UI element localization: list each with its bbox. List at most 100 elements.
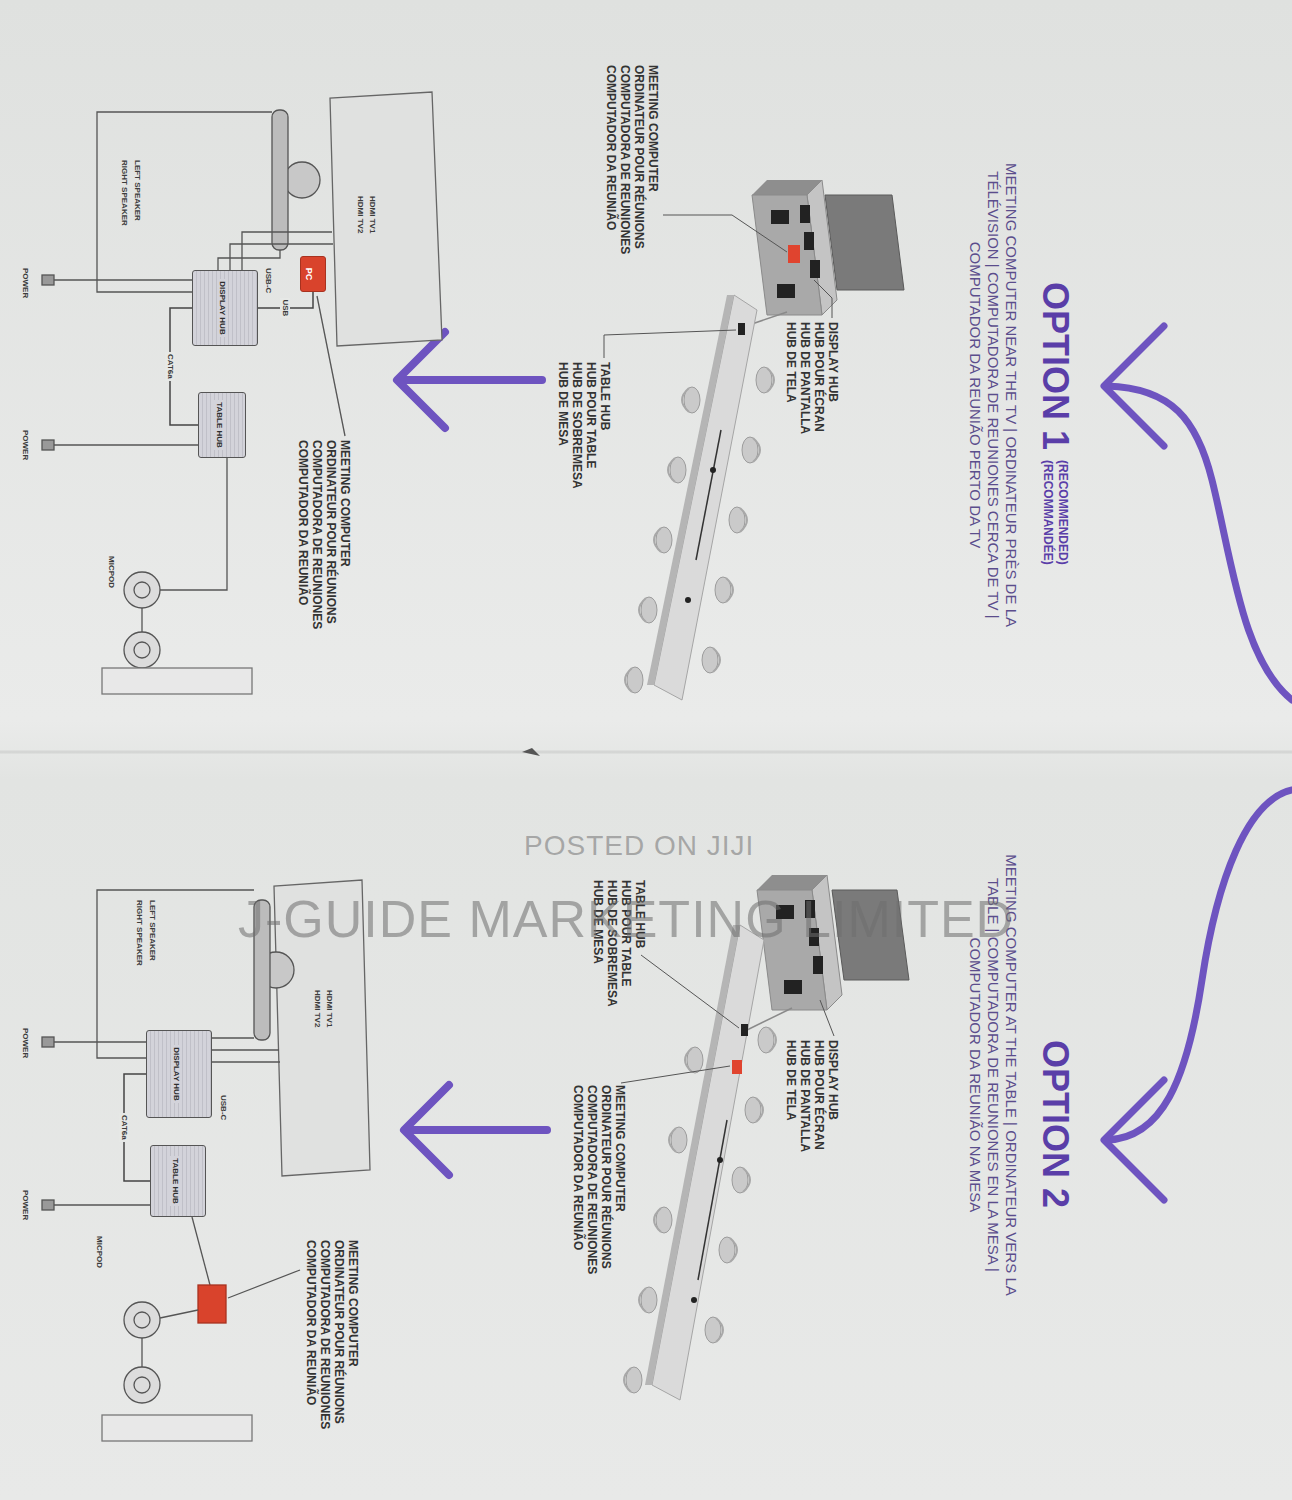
hub-box: DISPLAY HUB (146, 1030, 212, 1118)
wiring-illustration-part (192, 1217, 210, 1285)
wiring-illustration-part (42, 1037, 54, 1047)
port-label: RIGHT SPEAKER (119, 160, 129, 226)
wiring-illustration-part (42, 440, 54, 450)
room-illustration-part (705, 1317, 723, 1343)
callout-label: HUB DE PANTALLA (798, 322, 812, 434)
wiring-illustration-part (124, 1302, 160, 1338)
room-illustration-part (691, 1297, 697, 1303)
room-illustration-part (719, 1237, 737, 1263)
room-illustration-part (732, 1167, 750, 1193)
room-illustration-part (747, 1008, 792, 1030)
room-illustration-part (624, 1367, 642, 1393)
room-illustration-part (729, 507, 747, 533)
down-arrow-part (397, 332, 445, 428)
port-label: LEFT SPEAKER (147, 900, 157, 961)
wiring-illustration-part (102, 668, 252, 694)
wiring-illustration-part (42, 275, 54, 285)
room-illustration-part (645, 925, 740, 1385)
curved-arrow-part (1104, 1080, 1164, 1200)
wiring-illustration-part (97, 112, 272, 292)
callout-label: ORDINATEUR POUR RÉUNIONS (632, 65, 646, 249)
wiring-illustration-part (54, 1041, 146, 1042)
port-label: MICPOD (106, 556, 116, 588)
hub-box: TABLE HUB (198, 392, 246, 458)
room-illustration-part (652, 925, 764, 1400)
wiring-illustration-part (141, 608, 142, 632)
callout-label: ORDINATEUR POUR RÉUNIONS (332, 1240, 346, 1424)
room-illustration-part (804, 232, 814, 250)
option-title: OPTION 2 (1034, 1040, 1076, 1208)
wiring-illustration-part (124, 572, 160, 608)
callout-label: HUB DE MESA (556, 362, 570, 446)
callout-label: ORDINATEUR POUR RÉUNIONS (599, 1085, 613, 1269)
callout-label: HUB DE TELA (784, 1040, 798, 1121)
callout-label: HUB POUR ÉCRAN (812, 322, 826, 432)
room-illustration-part (647, 295, 734, 685)
callout-label: MEETING COMPUTER (646, 65, 660, 192)
room-illustration-part (639, 1287, 657, 1313)
room-illustration-part (717, 1157, 723, 1163)
room-illustration-part (682, 387, 700, 413)
cable-label: CAT6a (119, 1113, 129, 1142)
port-label: POWER (20, 268, 30, 298)
node-text: TABLE HUB (170, 1156, 181, 1206)
room-illustration-part (604, 330, 736, 358)
wiring-illustration-part (54, 1204, 150, 1205)
wiring-illustration-part (317, 296, 345, 436)
callout-label: MEETING COMPUTER (613, 1085, 627, 1212)
callout-label: DISPLAY HUB (826, 322, 840, 402)
wiring-illustration-part (198, 1285, 226, 1323)
room-illustration-part (742, 437, 760, 463)
page-fold-part (522, 748, 540, 756)
computer-box: PC (300, 256, 326, 292)
room-illustration-part (668, 457, 686, 483)
callout-label: COMPUTADOR DA REUNIÃO (571, 1085, 585, 1250)
wiring-illustration-part (330, 92, 442, 346)
room-illustration-part (800, 205, 810, 223)
wiring-illustration-part (102, 1415, 252, 1441)
option-subtitle: MEETING COMPUTER NEAR THE TV | ORDINATEU… (966, 155, 1020, 635)
room-illustration-part (685, 1047, 703, 1073)
wiring-illustration-part (42, 1200, 54, 1210)
node-text: DISPLAY HUB (171, 1045, 182, 1102)
port-label: RIGHT SPEAKER (134, 900, 144, 966)
callout-label: COMPUTADORA DE REUNIONES (585, 1085, 599, 1274)
room-illustration-part (825, 195, 904, 290)
down-arrow (397, 332, 547, 1175)
curved-arrow-part (1107, 386, 1292, 700)
callout-label: HUB DE TELA (784, 322, 798, 403)
recommended-note: (RECOMMANDÉE) (1041, 460, 1055, 565)
room-illustration-part (696, 430, 721, 560)
curved-arrow-part (1107, 790, 1292, 1140)
wiring-illustration-part (134, 1312, 150, 1328)
room-illustration-part (698, 1120, 727, 1280)
page-fold (0, 748, 1292, 756)
wiring-illustration-part (134, 642, 150, 658)
room-illustration-part (813, 956, 823, 974)
recommended-note: (RECOMMENDED) (1056, 460, 1070, 565)
node-text: TABLE HUB (214, 400, 225, 450)
room-illustration-part (663, 215, 787, 252)
node-text: DISPLAY HUB (217, 279, 228, 336)
wiring-illustration-part (218, 250, 280, 270)
callout-label: MEETING COMPUTER (338, 440, 352, 567)
room-illustration-part (784, 980, 802, 994)
wiring-illustration-part (54, 444, 198, 445)
room-illustration-part (758, 1027, 776, 1053)
room-illustration-part (741, 1024, 748, 1036)
room-illustration-part (732, 1060, 742, 1074)
wiring-illustration-part (228, 1270, 300, 1298)
port-label: HDMI TV1 (324, 990, 334, 1027)
callout-label: DISPLAY HUB (826, 1040, 840, 1120)
port-label: HDMI TV2 (355, 196, 365, 233)
wiring-illustration-part (124, 632, 160, 668)
room-illustration-part (669, 1127, 687, 1153)
option-title: OPTION 1 (1034, 282, 1076, 450)
callout-label: HUB DE SOBREMESA (570, 362, 584, 489)
room-illustration-part (738, 323, 745, 335)
callout-label: COMPUTADORA DE REUNIONES (310, 440, 324, 629)
watermark: POSTED ON JIJI (524, 830, 754, 862)
room-illustration-part (641, 955, 739, 1028)
